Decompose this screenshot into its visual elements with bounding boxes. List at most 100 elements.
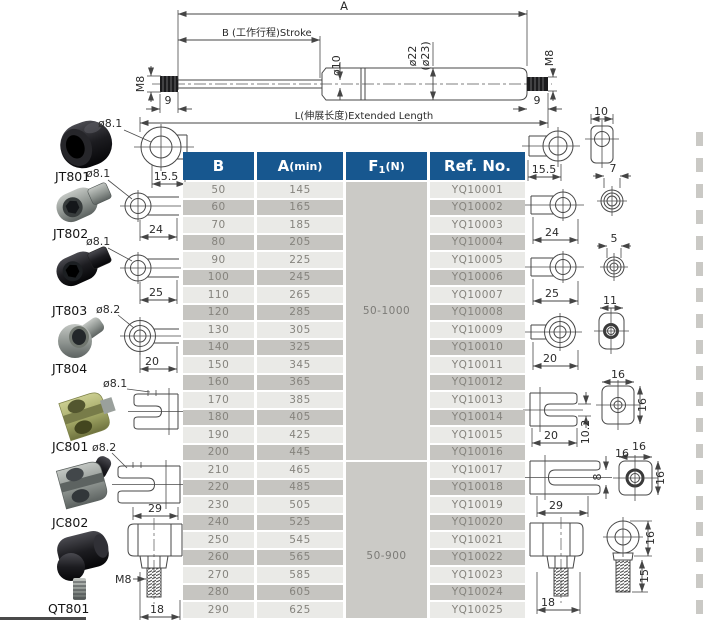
- cell-b-9: 140: [183, 339, 254, 355]
- cell-b-23: 280: [183, 584, 254, 600]
- header-ref: Ref. No.: [430, 152, 525, 180]
- cell-a-12: 385: [257, 392, 343, 408]
- cell-ref-24: YQ10025: [430, 602, 525, 618]
- jt801-photo: [60, 120, 113, 169]
- rod-dia-label: ø10: [330, 55, 343, 76]
- dim-eyelet4: 20: [543, 352, 557, 365]
- dim-ball-w: 18: [541, 596, 555, 609]
- jt802-label: JT802: [52, 226, 88, 241]
- dim-15-5-right: 15.5: [532, 163, 557, 176]
- force-label-1: 50-1000: [362, 305, 411, 317]
- jt804-dia-label: ø8.2: [96, 303, 120, 316]
- right-ballstud-front: 16 15: [603, 517, 657, 593]
- dim-side4: 11: [603, 294, 617, 307]
- cell-b-2: 70: [183, 217, 254, 233]
- right-balleye: 20: [522, 313, 582, 370]
- cell-ref-23: YQ10024: [430, 584, 525, 600]
- cell-a-15: 445: [257, 444, 343, 460]
- jc802-drawing: 29: [112, 460, 186, 520]
- cell-b-0: 50: [183, 182, 254, 198]
- jt802-dia-label: ø8.1: [86, 167, 110, 180]
- dim-15-5-left: 15.5: [154, 170, 179, 183]
- dim-fork1-slot: 10.2: [579, 420, 592, 445]
- dim-side2: 7: [610, 162, 617, 175]
- jt804-dim: 20: [145, 355, 159, 368]
- right-square1: 16 16: [596, 368, 649, 430]
- right-eyelet3: 25: [524, 251, 584, 305]
- dim-fork2-fw: 16: [632, 440, 646, 453]
- jt803-dim: 25: [149, 286, 163, 299]
- jt803-photo: [56, 246, 112, 287]
- jt803-dia-label: ø8.1: [86, 235, 110, 248]
- cell-a-17: 485: [257, 479, 343, 495]
- jc802-photo: [55, 456, 112, 510]
- cell-a-20: 545: [257, 532, 343, 548]
- dim-eyelet2: 24: [545, 226, 559, 239]
- cell-ref-13: YQ10014: [430, 409, 525, 425]
- cell-a-18: 505: [257, 497, 343, 513]
- cell-ref-10: YQ10011: [430, 357, 525, 373]
- cell-ref-20: YQ10021: [430, 532, 525, 548]
- jt803-label: JT803: [51, 303, 87, 318]
- cylinder-body: [321, 67, 528, 101]
- cell-a-3: 205: [257, 234, 343, 250]
- right-side4: 11: [594, 294, 629, 354]
- cell-a-10: 345: [257, 357, 343, 373]
- qt801-drawing: 18: [127, 518, 183, 620]
- right-side3: 5: [597, 232, 631, 281]
- qt801-label: QT801: [48, 601, 89, 616]
- cell-a-2: 185: [257, 217, 343, 233]
- thread-right-label: M8: [543, 50, 556, 67]
- cell-b-12: 170: [183, 392, 254, 408]
- jt802-photo: [56, 182, 112, 223]
- body-dia-label: ø22: [406, 46, 419, 67]
- dim-side3: 5: [611, 232, 618, 245]
- cell-b-5: 100: [183, 269, 254, 285]
- dim-b-label: B (工作行程)Stroke: [222, 26, 312, 39]
- dim-fork1-w: 20: [544, 429, 558, 442]
- cell-a-1: 165: [257, 199, 343, 215]
- dim-ball-stud: 15: [638, 569, 651, 583]
- cell-ref-4: YQ10005: [430, 252, 525, 268]
- cell-b-21: 260: [183, 549, 254, 565]
- force-label-2: 50-900: [366, 550, 407, 562]
- right-square2: 16 16 16: [613, 440, 667, 501]
- cell-b-22: 270: [183, 567, 254, 583]
- cell-b-13: 180: [183, 409, 254, 425]
- cell-b-16: 210: [183, 462, 254, 478]
- dim-fork1-fh: 16: [636, 398, 649, 412]
- cell-ref-8: YQ10009: [430, 322, 525, 338]
- jt804-label: JT804: [51, 361, 87, 376]
- force-block-1: 50-1000: [346, 182, 427, 460]
- cell-ref-0: YQ10001: [430, 182, 525, 198]
- dim-a-label: A: [340, 0, 348, 13]
- cell-ref-16: YQ10017: [430, 462, 525, 478]
- jt803-drawing: 25: [120, 252, 181, 304]
- thread-right: [527, 77, 548, 91]
- cell-a-14: 425: [257, 427, 343, 443]
- cell-b-3: 80: [183, 234, 254, 250]
- dim-side1: 10: [594, 105, 608, 118]
- cell-ref-17: YQ10018: [430, 479, 525, 495]
- cell-a-11: 365: [257, 374, 343, 390]
- dim-9-left: 9: [165, 94, 172, 107]
- gas-spring-drawing: A B (工作行程)Stroke ø10 ø22 (ø23) M8 9 M8 9…: [134, 0, 562, 132]
- cell-ref-6: YQ10007: [430, 287, 525, 303]
- force-block-2: 50-900: [346, 462, 427, 618]
- jc801-label: JC801: [51, 439, 88, 454]
- cell-ref-14: YQ10015: [430, 427, 525, 443]
- dim-fork1-fw: 16: [611, 368, 625, 381]
- jt801-label: JT801: [54, 169, 90, 184]
- cell-b-17: 220: [183, 479, 254, 495]
- thread-left-label: M8: [134, 76, 147, 93]
- cell-b-19: 240: [183, 514, 254, 530]
- jc802-label: JC802: [51, 515, 88, 530]
- body-dia2-label: (ø23): [419, 41, 432, 70]
- header-a: A(min): [257, 152, 343, 180]
- right-side1: 10: [585, 105, 619, 168]
- cell-ref-11: YQ10012: [430, 374, 525, 390]
- cell-ref-1: YQ10002: [430, 199, 525, 215]
- jc801-drawing: [128, 388, 184, 435]
